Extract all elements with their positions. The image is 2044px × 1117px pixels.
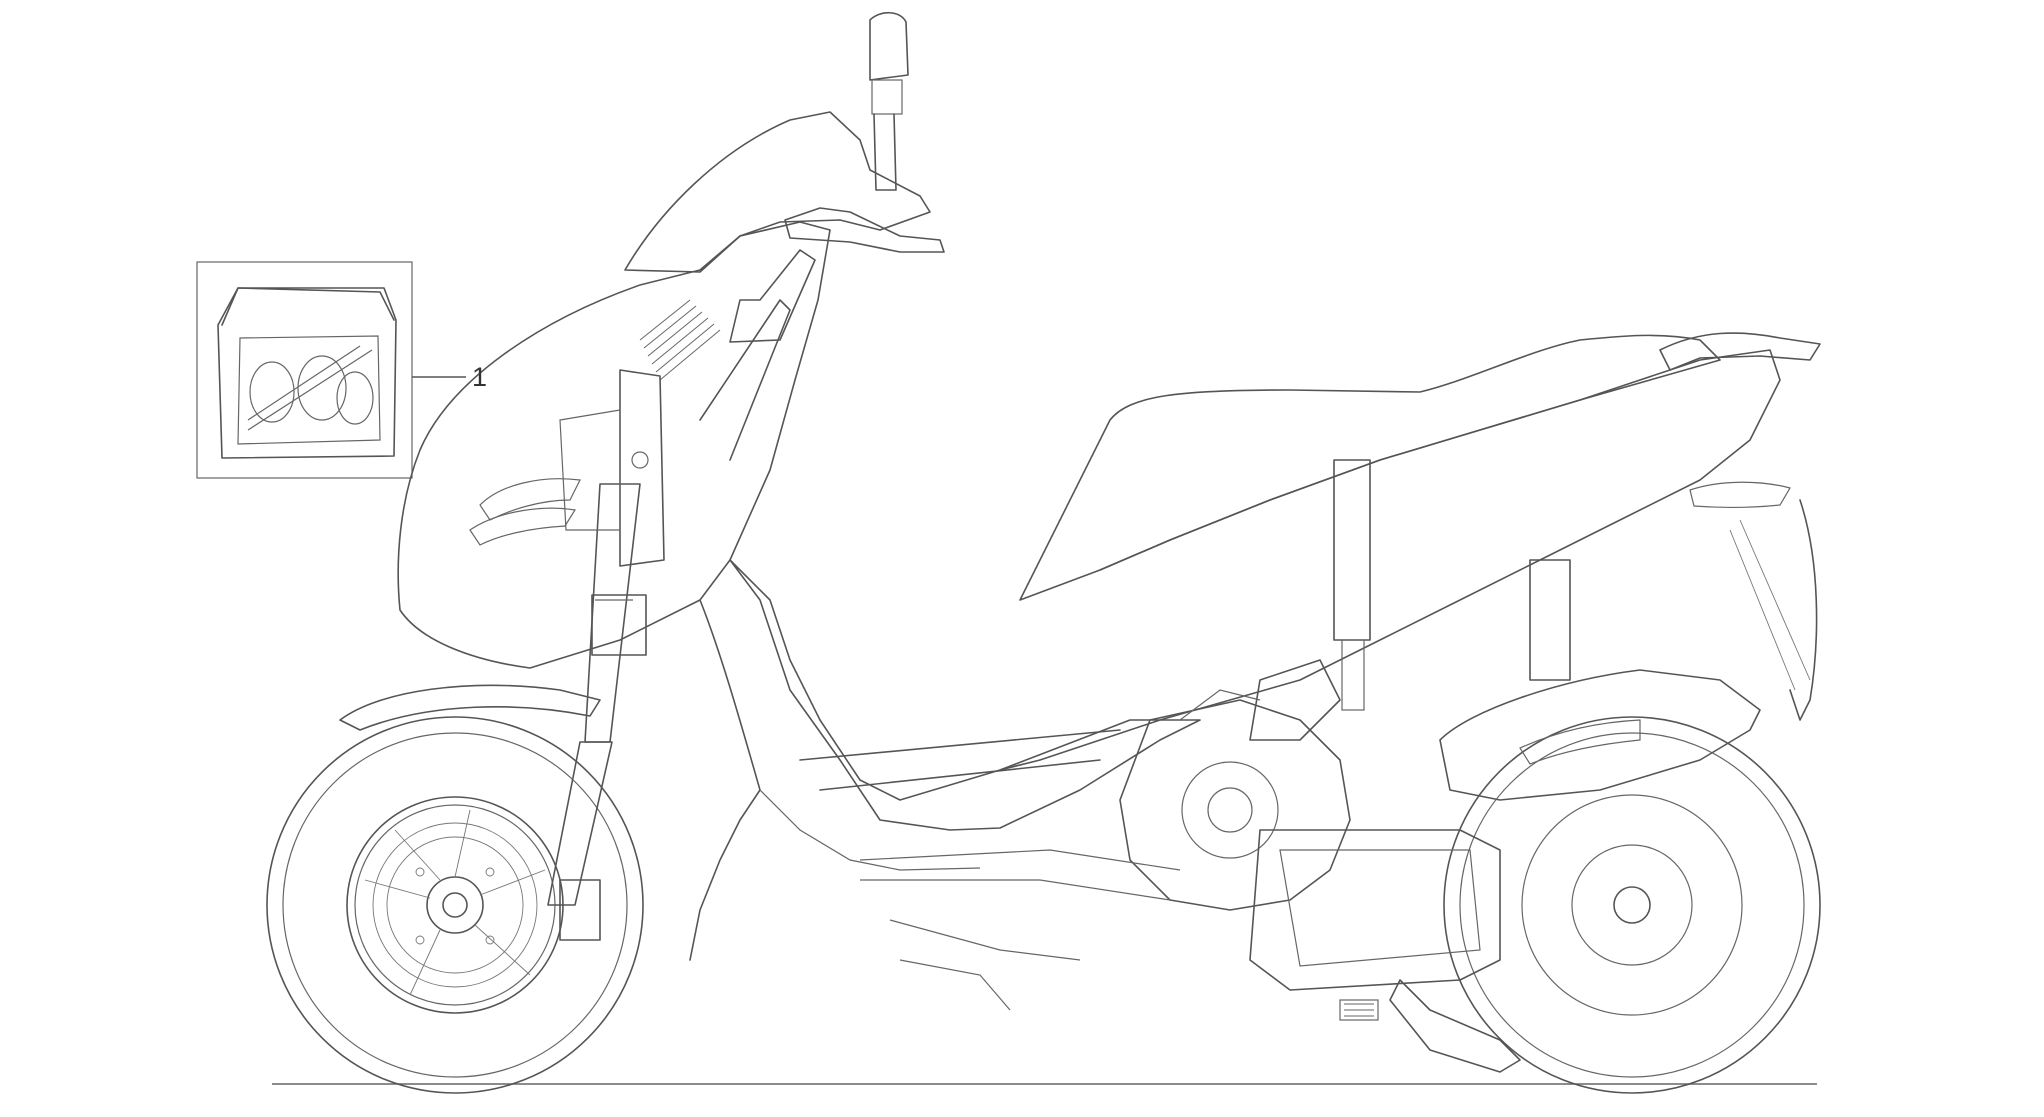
rear-footrest [1339, 999, 1379, 1021]
centre-stand [1389, 979, 1521, 1073]
front-fork [547, 483, 647, 906]
front-fender [339, 684, 601, 731]
frame-tubes [799, 729, 1181, 1011]
steering-column [699, 11, 945, 461]
front-air-intake [479, 478, 581, 521]
front-shield [624, 111, 931, 273]
part-inset-box [196, 261, 413, 479]
engine [1119, 659, 1501, 991]
rear-mudguard [1789, 499, 1818, 721]
front-body-panel [397, 221, 831, 669]
floorboard-body [729, 559, 1201, 831]
callout-number-1: 1 [472, 362, 488, 392]
rear-shock [1333, 459, 1571, 711]
tail-light [1689, 481, 1791, 508]
exhaust-muffler [1439, 669, 1761, 801]
front-body-hatching [639, 299, 721, 381]
seat [1019, 334, 1721, 601]
tail-rack [1659, 332, 1821, 371]
front-wheel [266, 716, 644, 1094]
headlight-unit [559, 369, 665, 567]
front-brake-disc [386, 836, 601, 974]
rear-wheel [1443, 716, 1821, 1094]
